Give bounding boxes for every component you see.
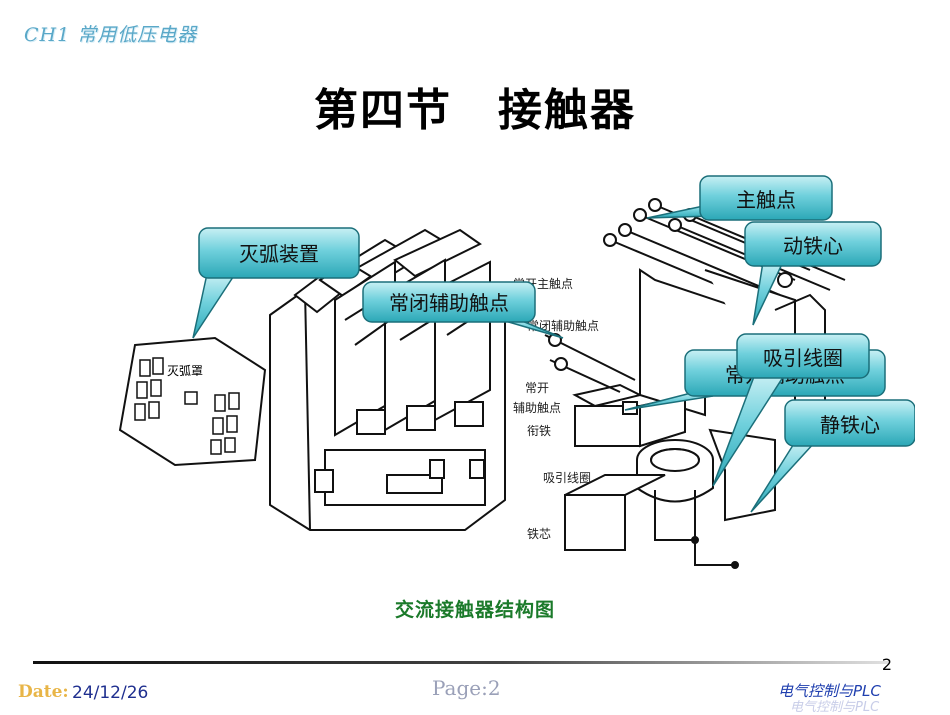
callout-static-core: 静铁心 xyxy=(750,399,915,513)
date-label: Date: xyxy=(18,682,69,702)
label-core: 铁芯 xyxy=(527,527,551,541)
arc-cover-drawing xyxy=(118,336,267,467)
label-no-aux-1: 常开 xyxy=(525,381,549,395)
page-number: 2 xyxy=(881,655,892,674)
contactor-body-drawing xyxy=(269,228,506,531)
callout-coil-text: 吸引线圈 xyxy=(763,346,843,370)
label-coil-bg: 吸引线圈 xyxy=(543,471,591,485)
label-armature: 衔铁 xyxy=(527,424,551,438)
contactor-diagram: 灭弧罩 常开主触点 常闭辅助触点 常开 辅助触点 xyxy=(118,175,915,569)
label-no-aux-2: 辅助触点 xyxy=(513,401,561,415)
label-nc-aux-bg: 常闭辅助触点 xyxy=(527,319,599,333)
page-title: 第四节 接触器 xyxy=(314,85,636,136)
page-label: Page:2 xyxy=(432,676,501,700)
callout-moving-core: 动铁心 xyxy=(744,221,882,326)
chapter-tag: CH1 常用低压电器 xyxy=(24,24,198,46)
callout-coil: 吸引线圈 xyxy=(712,333,870,487)
callout-arc-device-text: 灭弧装置 xyxy=(239,242,319,266)
course-title: 电气控制与PLC xyxy=(778,682,881,700)
callout-arc-device: 灭弧装置 xyxy=(192,227,360,339)
callout-static-core-text: 静铁心 xyxy=(820,413,880,437)
label-arc-cover: 灭弧罩 xyxy=(167,364,203,378)
callout-main-contact-text: 主触点 xyxy=(736,188,796,212)
callout-nc-aux-contact-text: 常闭辅助触点 xyxy=(389,291,509,315)
course-title-shadow: 电气控制与PLC xyxy=(790,700,880,715)
callout-moving-core-text: 动铁心 xyxy=(783,234,843,258)
callout-nc-aux-contact: 常闭辅助触点 xyxy=(362,281,564,339)
footer-divider xyxy=(33,661,888,664)
date-value: 24/12/26 xyxy=(72,683,149,703)
figure-caption: 交流接触器结构图 xyxy=(394,599,555,621)
callout-main-contact: 主触点 xyxy=(646,175,833,221)
